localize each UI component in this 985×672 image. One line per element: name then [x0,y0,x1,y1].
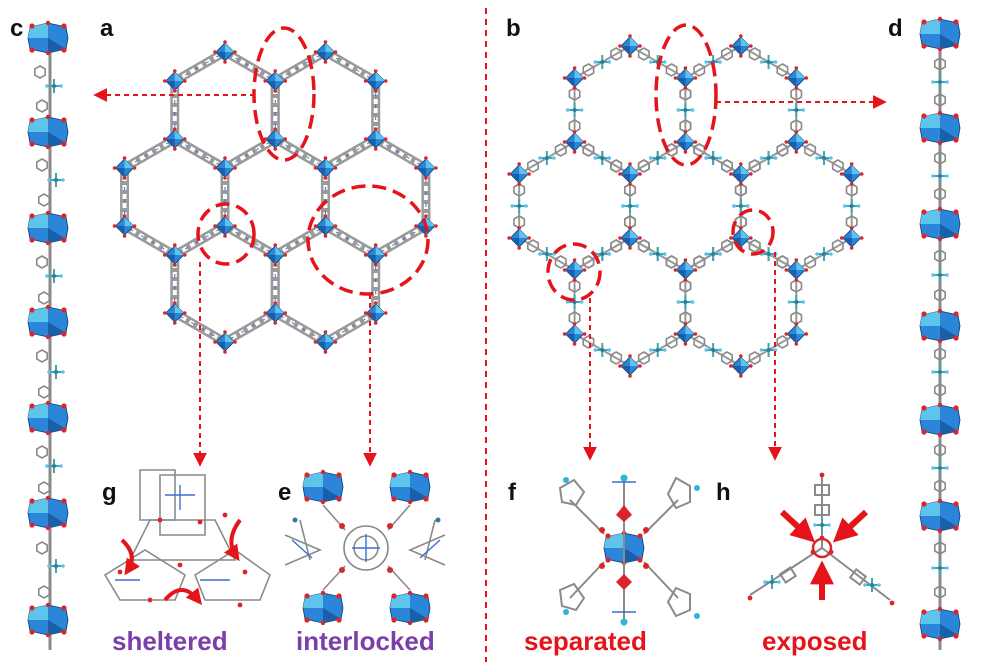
curved-arrow-icon [223,518,242,562]
network-linker-node [786,294,807,310]
network-linker-node [509,198,529,214]
network-linker-node [703,246,723,262]
network-linker-node [592,54,613,70]
network-linker-detail [224,138,276,169]
panel-label-e: e [278,479,291,506]
network-linker-node [564,102,585,118]
network-linker-node [814,150,834,166]
network-linker-node [814,246,834,262]
panel-label-f: f [508,479,517,506]
network-linker-node [647,150,668,166]
panel-f-detail [558,474,700,626]
network-linker-detail [174,312,226,343]
network-linker-node [786,102,807,118]
network-linker-node [564,294,585,310]
network-linker-detail [274,51,326,82]
caption-exposed: exposed [762,626,868,656]
network-linker-node [647,342,668,358]
network-linker-detail [325,138,376,169]
curved-arrow-icon [163,587,203,605]
network-linker-node [592,150,613,166]
arrow-icon [832,509,869,543]
network-linker-detail [174,51,226,82]
panel-a-network [112,39,439,355]
network-linker-node [537,246,557,262]
panel-e-detail [284,469,446,626]
network-linker-detail [274,138,326,169]
guide-arrows [93,88,887,467]
panel-label-d: d [888,15,903,42]
network-linker-detail [274,225,326,256]
network-linker-node [675,102,696,118]
panel-label-h: h [716,479,731,506]
network-linker-detail [325,312,376,343]
network-linker-detail [224,225,276,256]
panel-label-c: c [10,15,23,42]
panel-label-a: a [100,15,114,42]
caption-sheltered: sheltered [112,626,228,656]
network-linker-node [703,342,723,358]
network-linker-node [675,294,696,310]
panel-c-chain [27,20,69,650]
network-linker-detail [274,312,326,343]
network-linker-detail [325,225,376,256]
network-linker-detail [124,138,176,169]
network-linker-detail [325,51,376,82]
network-linker-node [703,150,723,166]
network-linker-detail [224,51,276,82]
network-linker-detail [375,138,427,169]
network-linker-detail [124,225,176,256]
network-linker-detail [174,138,226,169]
network-linker-node [758,54,779,70]
panel-d-chain [919,16,961,650]
network-linker-detail [174,225,226,256]
curved-arrow-icon [120,538,140,576]
network-linker-node [758,150,779,166]
highlight-ellipses [196,23,775,302]
network-linker-detail [224,312,276,343]
network-linker-detail [375,225,427,256]
caption-separated: separated [524,626,647,656]
network-linker-node [620,198,640,214]
network-linker-node [592,342,613,358]
panel-g-detail [103,469,271,608]
network-linker-node [647,246,668,262]
panel-label-g: g [102,479,117,506]
panel-label-b: b [506,15,521,42]
arrow-icon [779,509,816,543]
panel-h-detail [747,472,895,606]
panel-b-network [506,33,865,379]
network-linker-node [841,198,862,214]
network-linker-node [537,150,557,166]
caption-interlocked: interlocked [296,626,435,656]
